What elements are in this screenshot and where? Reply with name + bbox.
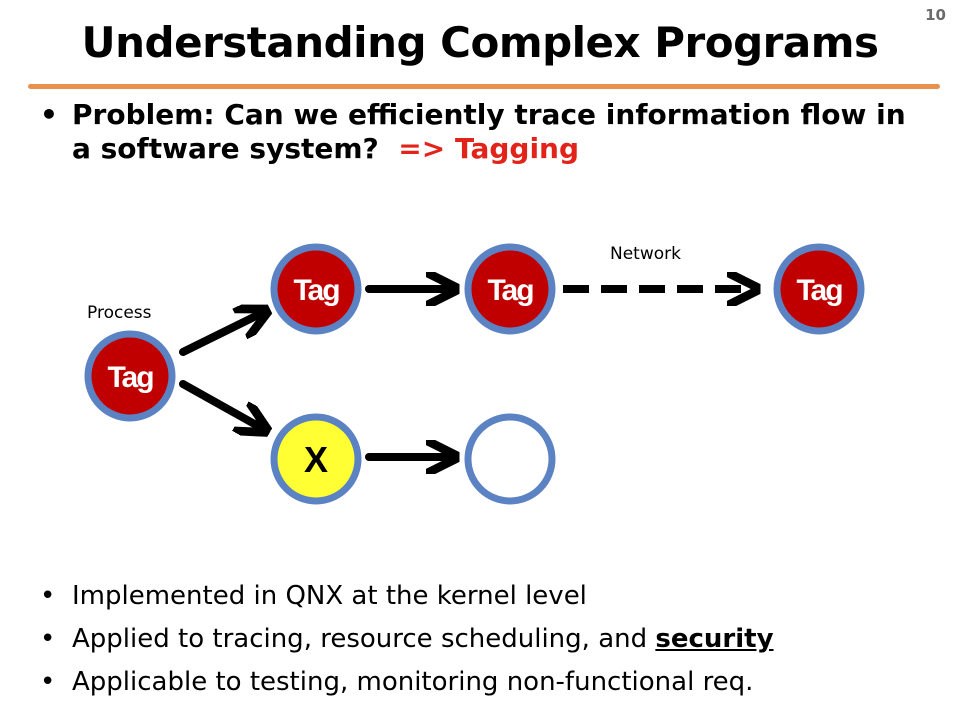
- tag-node-label: Tag: [293, 274, 339, 307]
- bullet-applicable: Applicable to testing, monitoring non-fu…: [40, 661, 940, 704]
- tagging-highlight: => Tagging: [398, 132, 580, 165]
- bullet-applied-text: Applied to tracing, resource scheduling,…: [72, 624, 656, 654]
- slide-title: Understanding Complex Programs: [81, 18, 879, 67]
- slide-number: 10: [925, 6, 946, 24]
- tag-node-label: Tag: [107, 361, 153, 394]
- bullet-applicable-text: Applicable to testing, monitoring non-fu…: [72, 667, 754, 697]
- title-underline-rule: [28, 84, 940, 89]
- summary-bullet-list: Implemented in QNX at the kernel level A…: [40, 575, 940, 704]
- bullet-applied: Applied to tracing, resource scheduling,…: [40, 618, 940, 661]
- arrow-process-to-tag: [179, 315, 258, 356]
- arrow-process-to-x: [179, 380, 258, 426]
- untagged-x-node: X: [270, 413, 362, 505]
- x-node-label: X: [304, 439, 328, 480]
- tag-node-label: Tag: [796, 274, 842, 307]
- tag-node-process: Tag: [84, 330, 176, 422]
- problem-text: Problem: Can we efficiently trace inform…: [72, 98, 906, 165]
- bullet-implemented-text: Implemented in QNX at the kernel level: [72, 581, 587, 611]
- problem-bullet: Problem: Can we efficiently trace inform…: [40, 98, 920, 166]
- tag-node-upper: Tag: [270, 243, 362, 335]
- network-label: Network: [610, 244, 681, 264]
- process-label: Process: [87, 303, 152, 323]
- empty-node: [464, 413, 556, 505]
- problem-bullet-list: Problem: Can we efficiently trace inform…: [40, 98, 920, 166]
- security-emphasis: security: [655, 624, 774, 654]
- tag-node-middle: Tag: [464, 243, 556, 335]
- tag-node-network: Tag: [773, 243, 865, 335]
- bullet-implemented: Implemented in QNX at the kernel level: [40, 575, 940, 618]
- tag-node-label: Tag: [487, 274, 533, 307]
